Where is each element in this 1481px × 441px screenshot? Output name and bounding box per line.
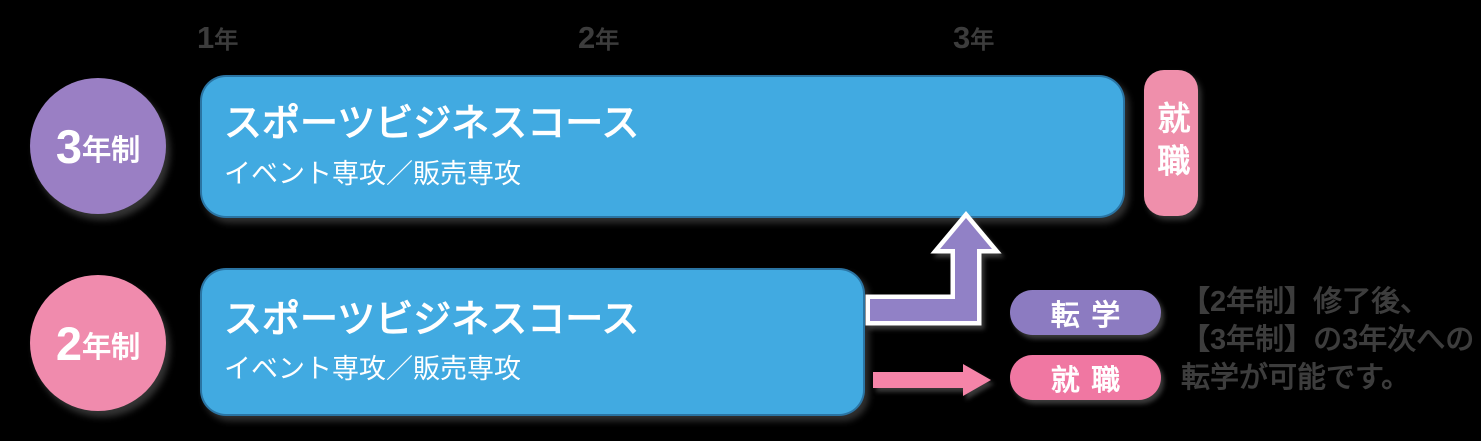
track-badge-number: 3 [55, 119, 83, 173]
pathway-arrows [865, 210, 1002, 396]
year-axis-label-3: 3年 [953, 20, 994, 56]
course-title: スポーツビジネスコース [224, 103, 640, 146]
transfer-badge: 転学 [1010, 290, 1161, 335]
year-number: 1 [197, 20, 215, 55]
transfer-note-line: 【3年制】の3年次への [1181, 324, 1475, 356]
course-subtitle: イベント専攻／販売専攻 [224, 354, 521, 385]
course-bar-2year: スポーツビジネスコース イベント専攻／販売専攻 [200, 268, 865, 416]
year-unit: 年 [970, 27, 995, 54]
track-badge-2year: 2 年制 [30, 275, 166, 411]
year-number: 2 [578, 20, 596, 55]
year-number: 3 [953, 20, 971, 55]
transfer-note-line: 【2年制】修了後、 [1181, 286, 1430, 318]
year-unit: 年 [595, 27, 620, 54]
course-bar-3year: スポーツビジネスコース イベント専攻／販売専攻 [200, 75, 1125, 218]
employment-badge: 就職 [1010, 355, 1161, 400]
transfer-arrow-icon [865, 210, 1002, 326]
track-badge-3year: 3 年制 [30, 78, 166, 214]
transfer-note-line: 転学が可能です。 [1181, 362, 1411, 394]
year-axis-label-2: 2年 [578, 20, 619, 56]
employment-arrow-icon [873, 364, 991, 396]
transfer-note: 【2年制】修了後、 【3年制】の3年次への 転学が可能です。 [1181, 283, 1474, 397]
track-badge-suffix: 年制 [82, 134, 141, 167]
course-title: スポーツビジネスコース [224, 298, 640, 341]
track-badge-suffix: 年制 [82, 331, 141, 364]
track-badge-number: 2 [55, 316, 83, 370]
year-unit: 年 [214, 27, 239, 54]
employment-outcome-badge-vertical: 就職 [1144, 70, 1198, 216]
course-subtitle: イベント専攻／販売専攻 [224, 158, 521, 189]
year-axis-label-1: 1年 [197, 20, 238, 56]
